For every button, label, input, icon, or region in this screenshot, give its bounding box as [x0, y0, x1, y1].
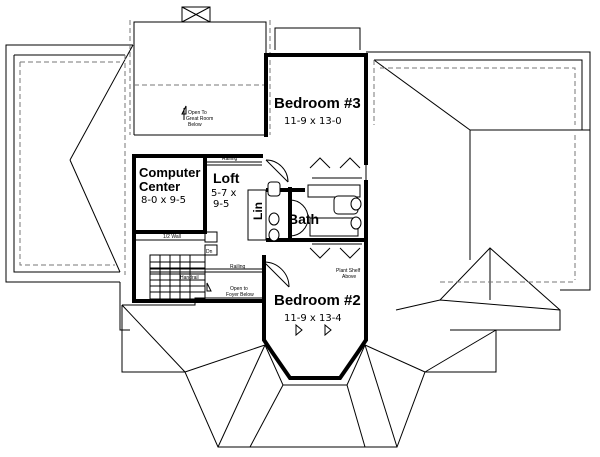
linen-name: Lin: [251, 202, 265, 220]
down-note: Dn: [206, 249, 213, 255]
half-wall-note: 1/2 Wall: [163, 234, 181, 240]
open-to-great-room-area: [129, 20, 271, 136]
open-foyer-note-1: Open to: [230, 286, 248, 292]
roof-outline: [5, 6, 591, 331]
bedroom3-dims: 11-9 x 13-0: [284, 116, 342, 127]
loft-dims-line1: 5-7 x: [211, 188, 237, 199]
exterior-walls: [132, 53, 368, 380]
plant-shelf-note-1: Plant Shelf: [336, 268, 361, 274]
bath-name: Bath: [288, 211, 319, 227]
open-great-room-note-1: Open To: [188, 110, 207, 116]
computer-name-line1: Computer: [139, 165, 200, 180]
bedroom2-dims: 11-9 x 13-4: [284, 313, 342, 324]
loft-railing: [205, 161, 262, 166]
bath-fixtures: [267, 177, 362, 245]
railing-mid-note: Railing: [230, 264, 246, 270]
computer-dims: 8-0 x 9-5: [141, 195, 186, 206]
octagon-roof: [121, 297, 497, 448]
doors: [263, 157, 367, 288]
loft-dims-line2: 9-5: [213, 199, 229, 210]
staircase: [134, 231, 264, 300]
arrow-icons: [181, 105, 332, 337]
open-great-room-note-2: Great Room: [186, 116, 213, 122]
plant-shelf-note-2: Above: [342, 274, 356, 280]
railing-top-note: Railing: [222, 156, 238, 162]
loft-name: Loft: [213, 170, 240, 186]
linen-closet: [247, 189, 267, 241]
bedroom2-name: Bedroom #2: [274, 292, 361, 309]
open-great-room-note-3: Below: [188, 122, 202, 128]
open-foyer-note-2: Foyer Below: [226, 292, 254, 298]
computer-name-line2: Center: [139, 179, 180, 194]
bedroom3-name: Bedroom #3: [274, 95, 361, 112]
handrail-note: Handrail: [180, 275, 199, 281]
